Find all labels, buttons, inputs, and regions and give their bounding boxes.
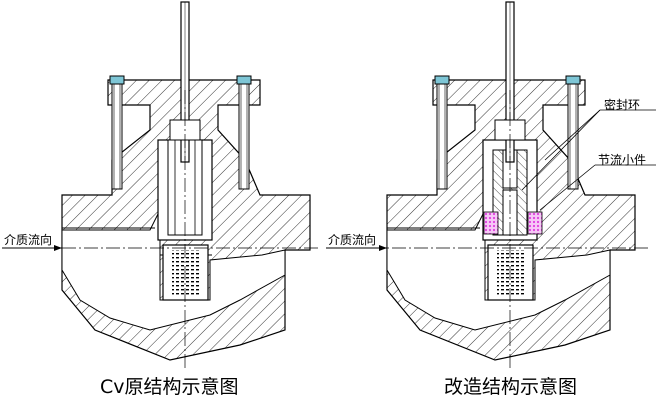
throttle-leader: [539, 164, 656, 211]
right-flow-arrow: [326, 245, 387, 251]
right-seal-ring-left: [483, 211, 499, 235]
right-seal-ring-right: [527, 211, 543, 235]
left-flow-label: 介质流向: [4, 233, 53, 247]
left-bolt-left: [109, 75, 125, 190]
left-valve: [2, 1, 320, 368]
right-caption: 改造结构示意图: [444, 376, 578, 398]
right-bolt-right: [565, 75, 581, 190]
right-valve: [326, 1, 656, 368]
right-bolt-left: [434, 75, 450, 190]
left-caption: Cv原结构示意图: [100, 376, 239, 398]
throttle-part-label: 节流小件: [598, 153, 647, 167]
left-flow-arrow: [2, 245, 62, 251]
seal-ring-label: 密封环: [604, 98, 641, 112]
left-bolt-right: [236, 75, 252, 190]
right-flow-label: 介质流向: [328, 233, 377, 247]
seal-ring-leader: [521, 109, 656, 191]
